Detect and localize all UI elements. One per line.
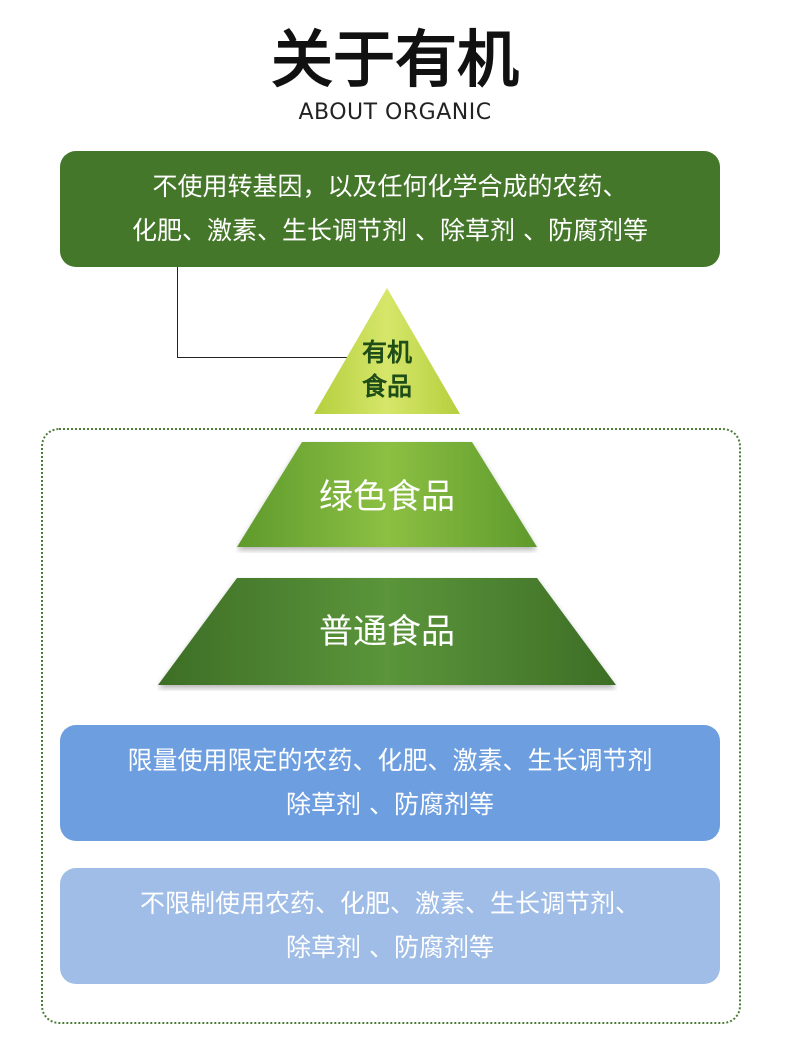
- connector-line: [177, 267, 368, 358]
- green-trapezoid-shape: [237, 442, 537, 547]
- green-description-line-2: 除草剂 、防腐剂等: [286, 790, 494, 819]
- ordinary-description-line-1: 不限制使用农药、化肥、激素、生长调节剂、: [139, 889, 640, 918]
- pyramid-tier-green: 绿色食品: [236, 441, 538, 553]
- ordinary-description-box: 不限制使用农药、化肥、激素、生长调节剂、 除草剂 、防腐剂等: [60, 868, 720, 984]
- organic-tier-label-line-2: 食品: [361, 372, 412, 401]
- organic-description-box: 不使用转基因，以及任何化学合成的农药、 化肥、激素、生长调节剂 、除草剂 、防腐…: [60, 151, 720, 267]
- ordinary-tier-label: 普通食品: [319, 612, 455, 652]
- page-subtitle: ABOUT ORGANIC: [298, 100, 492, 125]
- organic-triangle-shape: [314, 288, 460, 414]
- organic-tier-label: 有机 食品: [314, 336, 460, 404]
- pyramid-tier-organic: 有机 食品: [314, 288, 460, 416]
- organic-description-line-1: 不使用转基因，以及任何化学合成的农药、: [152, 172, 628, 201]
- pyramid-tier-ordinary: 普通食品: [157, 577, 617, 691]
- ordinary-description-line-2: 除草剂 、防腐剂等: [286, 933, 494, 962]
- page-title: 关于有机: [270, 23, 519, 96]
- dotted-frame: [41, 428, 741, 1024]
- green-description-box: 限量使用限定的农药、化肥、激素、生长调节剂 除草剂 、防腐剂等: [60, 725, 720, 841]
- organic-description-line-2: 化肥、激素、生长调节剂 、除草剂 、防腐剂等: [132, 216, 648, 245]
- ordinary-trapezoid-shape: [158, 578, 616, 685]
- green-tier-label: 绿色食品: [319, 477, 455, 517]
- organic-tier-label-line-1: 有机: [361, 338, 412, 367]
- green-description-line-1: 限量使用限定的农药、化肥、激素、生长调节剂: [127, 746, 653, 775]
